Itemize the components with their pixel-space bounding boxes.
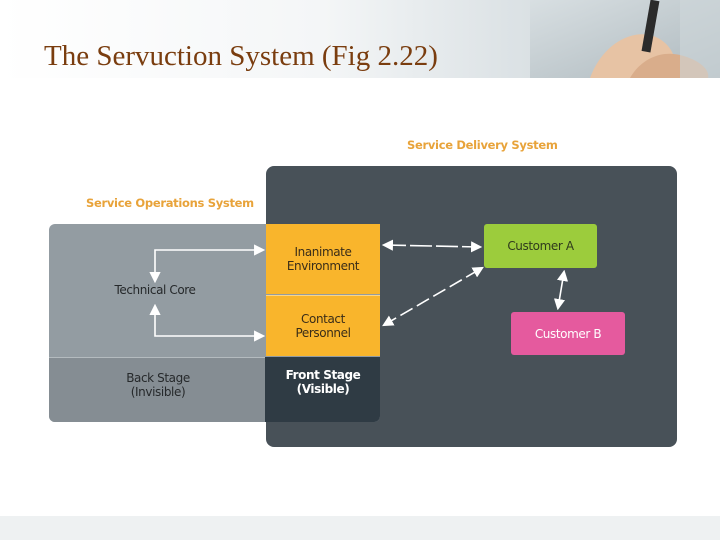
arrow-inanimate-customer-a bbox=[381, 239, 483, 253]
technical-core-label: Technical Core bbox=[114, 283, 196, 297]
slide-title: The Servuction System (Fig 2.22) bbox=[44, 40, 438, 72]
header-photo bbox=[530, 0, 720, 78]
arrow-customer-a-customer-b bbox=[553, 269, 569, 311]
arrow-core-to-contact bbox=[149, 303, 266, 342]
customer-b-label: Customer B bbox=[534, 326, 602, 341]
inanimate-line-2: Environment bbox=[286, 259, 360, 273]
back-stage-line-1: Back Stage bbox=[126, 371, 190, 385]
customer-b-box: Customer B bbox=[511, 312, 625, 355]
customer-a-label: Customer A bbox=[507, 239, 574, 253]
customer-a-box: Customer A bbox=[484, 224, 597, 268]
back-stage-line-2: (Invisible) bbox=[130, 385, 186, 399]
arrow-contact-customer-a bbox=[382, 266, 484, 327]
front-stage-label: Front Stage(Visible) bbox=[266, 368, 380, 396]
front-stage-line-2: (Visible) bbox=[296, 382, 350, 396]
front-stage-cell bbox=[265, 357, 380, 422]
service-operations-system-label: Service Operations System bbox=[86, 196, 254, 210]
back-stage-label: Back Stage(Invisible) bbox=[100, 371, 216, 399]
inanimate-line-1: Inanimate bbox=[294, 245, 352, 259]
header-banner: The Servuction System (Fig 2.22) bbox=[0, 0, 720, 78]
footer-band bbox=[0, 516, 720, 540]
arrow-core-to-inanimate bbox=[149, 244, 266, 284]
front-stage-line-1: Front Stage bbox=[285, 368, 361, 382]
service-delivery-system-label: Service Delivery System bbox=[407, 138, 558, 152]
contact-line-1: Contact bbox=[301, 312, 345, 326]
contact-line-2: Personnel bbox=[295, 326, 351, 340]
